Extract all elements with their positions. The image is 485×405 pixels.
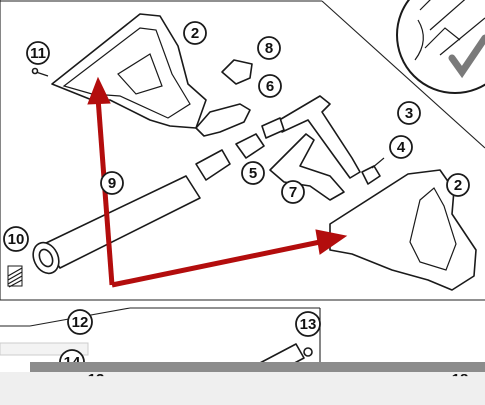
svg-text:8: 8	[265, 40, 273, 57]
main-frame	[0, 0, 485, 301]
svg-text:13: 13	[300, 316, 317, 333]
callout-2-right: 2	[446, 173, 470, 197]
callout-8: 8	[257, 36, 281, 60]
svg-text:9: 9	[108, 175, 116, 192]
svg-text:11: 11	[30, 45, 46, 62]
callout-3: 3	[397, 101, 421, 125]
lance-tube-part	[32, 149, 231, 275]
callout-6: 6	[258, 74, 282, 98]
svg-text:7: 7	[289, 184, 297, 201]
callout-10: 10	[3, 226, 29, 252]
svg-text:2: 2	[191, 25, 199, 42]
check-mark-icon	[448, 34, 485, 79]
svg-text:3: 3	[405, 105, 413, 122]
trigger-lever-part	[275, 95, 361, 179]
footer-panel	[0, 372, 485, 405]
svg-text:6: 6	[266, 78, 274, 95]
inset-detail	[396, 0, 485, 94]
callout-11: 11	[26, 41, 50, 65]
svg-text:12: 12	[72, 314, 89, 331]
svg-text:10: 10	[8, 231, 25, 248]
footer-divider	[30, 362, 485, 372]
svg-text:4: 4	[397, 139, 406, 156]
svg-text:5: 5	[249, 165, 257, 182]
clip-part	[221, 59, 253, 85]
valve-part	[235, 117, 285, 159]
callout-2-top: 2	[183, 21, 207, 45]
callout-4: 4	[389, 135, 413, 159]
spring-pin-part	[361, 157, 385, 185]
trigger-lock-part	[195, 103, 251, 137]
callout-7: 7	[281, 180, 305, 204]
gun-body-part	[329, 169, 477, 291]
spring-part	[7, 265, 23, 288]
svg-text:2: 2	[454, 177, 462, 194]
screw-part	[31, 67, 49, 77]
handle-shell-left	[51, 13, 207, 129]
callout-5: 5	[241, 161, 265, 185]
callout-12: 12	[67, 309, 93, 335]
callout-9: 9	[100, 171, 124, 195]
callout-13: 13	[295, 311, 321, 337]
